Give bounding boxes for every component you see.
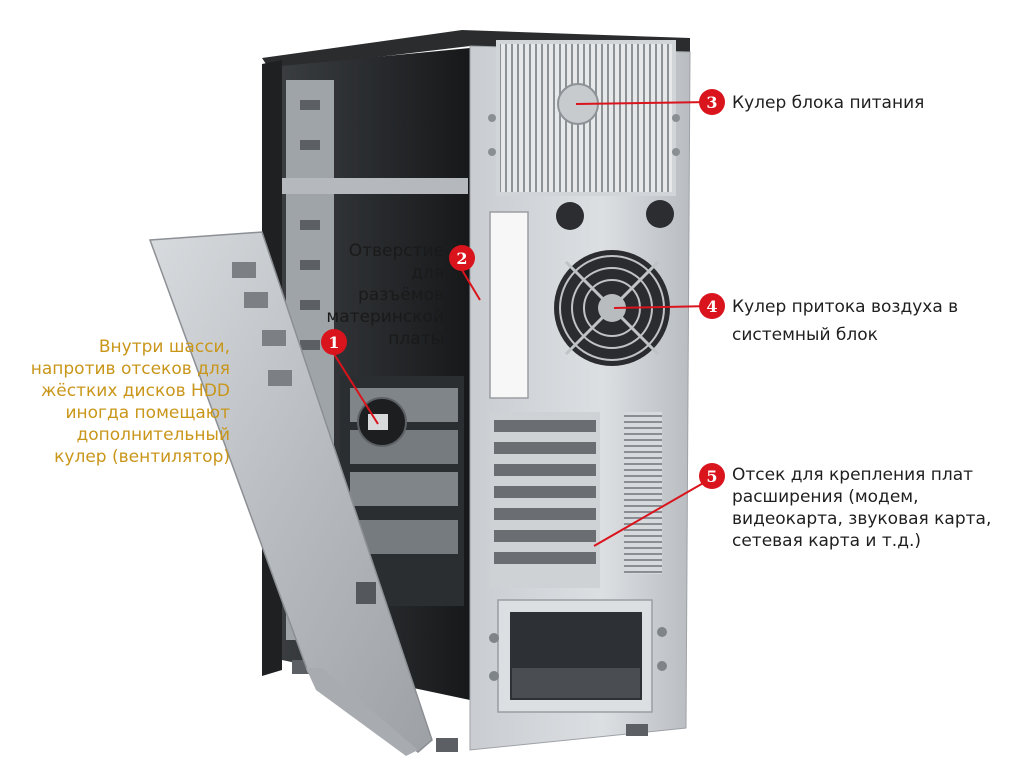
label-inner-fan-line: кулер (вентилятор)	[54, 447, 230, 467]
marker-1-number: 1	[328, 333, 339, 352]
label-inner-fan-line: дополнительный	[76, 425, 230, 445]
screws	[488, 114, 680, 156]
side-vent	[624, 412, 662, 574]
side-panel-open	[148, 231, 433, 756]
marker-5: 5	[699, 463, 725, 489]
bottom-screws	[489, 627, 667, 681]
bottom-bay	[497, 599, 653, 713]
marker-1: 1	[321, 329, 347, 355]
label-slots-line: сетевая карта и т.д.)	[732, 531, 921, 551]
label-psu-line: Кулер блока питания	[732, 93, 925, 113]
label-slots-line: Отсек для крепления плат	[732, 465, 974, 485]
label-inner-fan-line: жёстких дисков HDD	[40, 381, 230, 401]
label-mobo-line: платы	[388, 329, 444, 349]
label-intake-line: системный блок	[732, 325, 878, 345]
label-inner-fan-line: Внутри шасси,	[98, 337, 230, 357]
callout-lines	[333, 101, 713, 547]
expansion-slots	[490, 412, 600, 588]
marker-4: 4	[699, 293, 725, 319]
label-intake-line: Кулер притока воздуха в	[732, 297, 959, 317]
marker-3: 3	[699, 89, 725, 115]
label-inner-fan-line: напротив отсеков для	[30, 359, 230, 379]
io-opening	[489, 211, 529, 399]
marker-2-number: 2	[456, 249, 467, 268]
label-mobo-opening: Отверстие для разъёмов материнской платы	[326, 240, 444, 350]
label-slots-line: расширения (модем,	[732, 487, 919, 507]
label-mobo-line: Отверстие	[348, 241, 444, 261]
label-psu-fan: Кулер блока питания	[732, 92, 924, 114]
marker-5-number: 5	[706, 467, 717, 486]
marker-3-number: 3	[706, 93, 717, 112]
small-vents	[556, 200, 674, 230]
cross-bar	[282, 178, 468, 194]
label-expansion-slots: Отсек для крепления плат расширения (мод…	[732, 464, 991, 552]
marker-4-number: 4	[706, 297, 717, 316]
label-intake-fan: Кулер притока воздуха в системный блок	[732, 296, 958, 346]
label-inner-fan-line: иногда помещают	[65, 403, 230, 423]
label-mobo-line: разъёмов	[358, 285, 444, 305]
marker-2: 2	[449, 245, 475, 271]
label-slots-line: видеокарта, звуковая карта,	[732, 509, 992, 529]
label-mobo-line: для	[411, 263, 444, 283]
label-mobo-line: материнской	[326, 307, 444, 327]
label-inner-fan: Внутри шасси, напротив отсеков для жёстк…	[0, 336, 230, 468]
